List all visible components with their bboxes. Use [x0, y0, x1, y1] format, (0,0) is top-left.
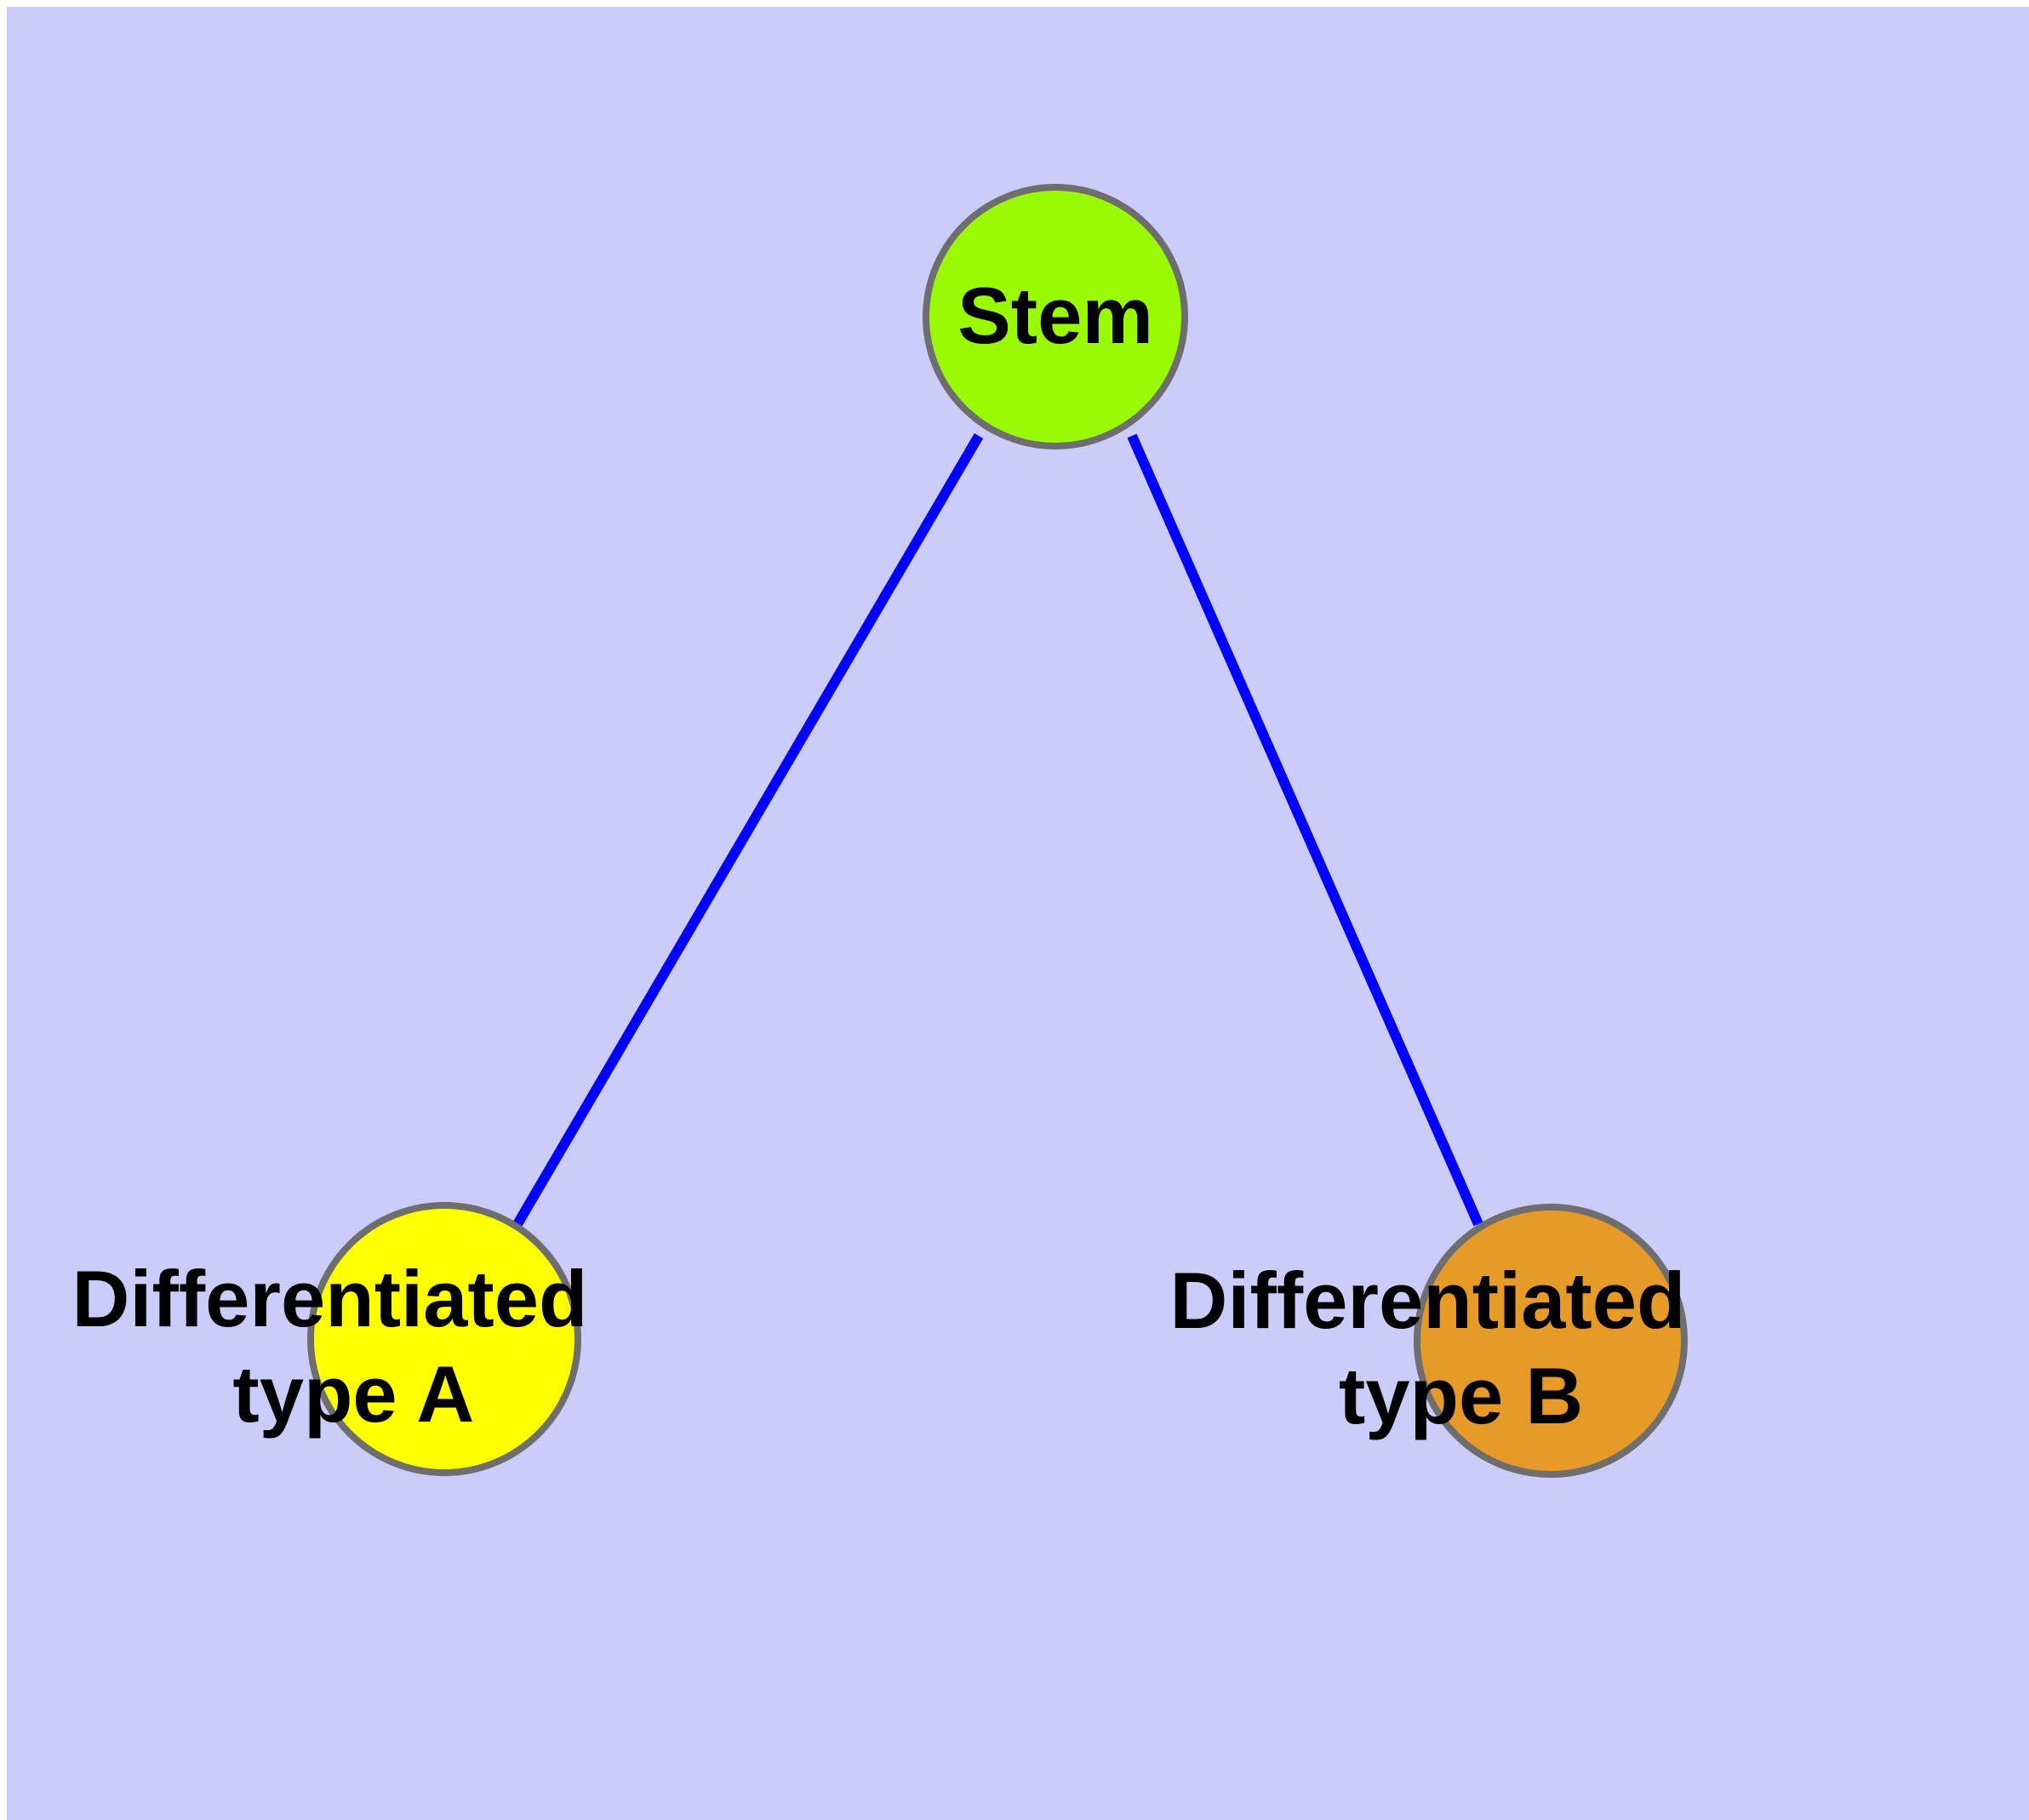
node-diff-a-label: Differentiated type A — [72, 1254, 788, 1439]
node-layer — [307, 184, 1688, 1478]
node-diff-b-label: Differentiated type B — [1170, 1256, 1886, 1440]
node-diff-b-circle[interactable] — [1414, 1204, 1688, 1478]
edge-stem-to-diff-b[interactable] — [1127, 433, 1483, 1227]
node-diff-b[interactable] — [1414, 1204, 1688, 1478]
node-diff-a-label-line-2: type A — [232, 1349, 472, 1439]
edge-stem-to-diff-a[interactable] — [512, 432, 984, 1228]
node-stem-circle[interactable] — [923, 184, 1188, 449]
node-stem[interactable] — [923, 184, 1188, 449]
node-diff-a-circle[interactable] — [307, 1202, 581, 1476]
node-diff-a[interactable] — [307, 1202, 581, 1476]
node-diff-b-label-line-2: type B — [1339, 1351, 1583, 1440]
node-diff-a-label-line-1: Differentiated — [72, 1254, 588, 1343]
label-layer: Differentiated type A Differentiated typ… — [72, 271, 1886, 1440]
node-diff-b-label-line-1: Differentiated — [1170, 1256, 1686, 1345]
node-stem-label: Stem — [957, 271, 1153, 360]
edge-layer — [512, 432, 1483, 1228]
